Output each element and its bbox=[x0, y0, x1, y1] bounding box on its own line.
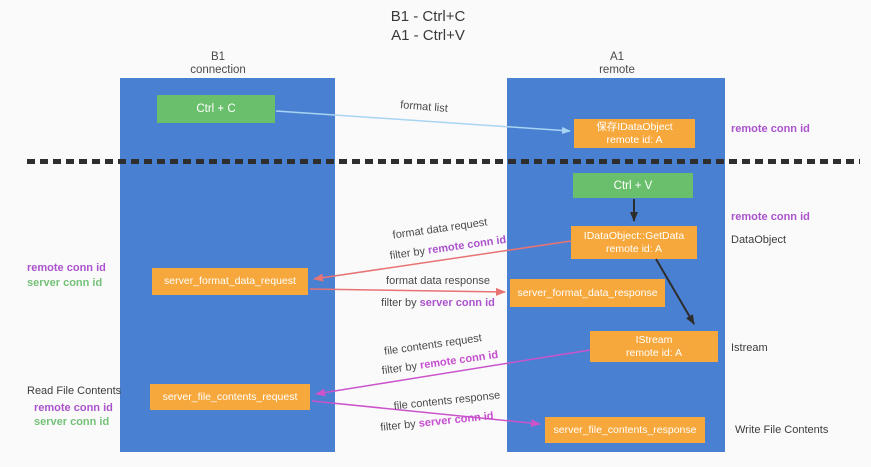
label-format-list: format list bbox=[399, 99, 449, 115]
label-file-contents-response-filter: filter by server conn id bbox=[380, 410, 494, 434]
filter-prefix: filter by bbox=[379, 417, 420, 434]
filter-value-server-conn-id: server conn id bbox=[418, 410, 495, 430]
diagram-title: B1 - Ctrl+C A1 - Ctrl+V bbox=[0, 7, 856, 45]
node-server-file-contents-request: server_file_contents_request bbox=[150, 384, 310, 410]
node-ctrl-v: Ctrl + V bbox=[573, 173, 693, 198]
label-file-contents-response: file contents response bbox=[393, 389, 501, 413]
lane-b1-name: B1 bbox=[210, 51, 226, 63]
node-istream: IStream remote id: A bbox=[590, 331, 718, 362]
annotation-istream: Istream bbox=[731, 342, 768, 354]
annotation-remote-conn-id-mid: remote conn id bbox=[731, 211, 810, 223]
lane-b1-subtitle: connection bbox=[190, 64, 246, 76]
istream-line1: IStream bbox=[635, 333, 673, 346]
filter-prefix: filter by bbox=[381, 297, 420, 309]
filter-value-remote-conn-id: remote conn id bbox=[419, 348, 499, 372]
arrow-format-data-response bbox=[309, 287, 506, 296]
node-server-format-data-request: server_format_data_request bbox=[152, 268, 308, 295]
node-ctrl-c: Ctrl + C bbox=[157, 95, 275, 123]
annotation-left-server-conn-id-2: server conn id bbox=[34, 416, 110, 428]
annotation-remote-conn-id-top: remote conn id bbox=[731, 123, 810, 135]
node-server-format-data-response: server_format_data_response bbox=[510, 279, 665, 307]
getdata-line1: IDataObject::GetData bbox=[583, 229, 685, 242]
save-idataobject-line1: 保存IDataObject bbox=[596, 120, 673, 133]
server-file-contents-response-label: server_file_contents_response bbox=[553, 423, 697, 436]
annotation-read-file-contents: Read File Contents bbox=[27, 385, 122, 397]
filter-prefix: filter by bbox=[389, 244, 429, 263]
title-line-a1: A1 - Ctrl+V bbox=[391, 27, 465, 44]
server-file-contents-request-label: server_file_contents_request bbox=[162, 390, 298, 403]
ctrl-v-label: Ctrl + V bbox=[613, 179, 653, 192]
annotation-dataobject: DataObject bbox=[731, 234, 787, 246]
dashed-divider bbox=[27, 159, 860, 164]
lane-header-a1: A1 remote bbox=[567, 51, 667, 77]
title-line-b1: B1 - Ctrl+C bbox=[390, 8, 466, 25]
filter-value-remote-conn-id: remote conn id bbox=[427, 233, 507, 257]
annotation-left-server-conn-id-1: server conn id bbox=[27, 277, 103, 289]
save-idataobject-line2: remote id: A bbox=[606, 133, 663, 146]
server-format-data-response-label: server_format_data_response bbox=[517, 286, 658, 299]
annotation-left-remote-conn-id-2: remote conn id bbox=[34, 402, 113, 414]
lane-a1-name: A1 bbox=[609, 51, 625, 63]
filter-prefix: filter by bbox=[381, 359, 421, 378]
lane-header-b1: B1 connection bbox=[168, 51, 268, 77]
label-format-data-response: format data response bbox=[386, 275, 490, 287]
lane-a1-subtitle: remote bbox=[599, 64, 635, 76]
filter-value-server-conn-id: server conn id bbox=[419, 297, 495, 309]
getdata-line2: remote id: A bbox=[605, 242, 663, 255]
annotation-left-remote-conn-id-1: remote conn id bbox=[27, 262, 106, 274]
node-idataobject-getdata: IDataObject::GetData remote id: A bbox=[571, 226, 697, 259]
node-server-file-contents-response: server_file_contents_response bbox=[545, 417, 705, 443]
istream-line2: remote id: A bbox=[625, 346, 683, 359]
label-format-data-response-filter: filter by server conn id bbox=[381, 297, 495, 309]
node-save-idataobject: 保存IDataObject remote id: A bbox=[574, 119, 695, 148]
ctrl-c-label: Ctrl + C bbox=[196, 103, 236, 115]
annotation-write-file-contents: Write File Contents bbox=[735, 424, 829, 436]
server-format-data-request-label: server_format_data_request bbox=[164, 275, 296, 287]
